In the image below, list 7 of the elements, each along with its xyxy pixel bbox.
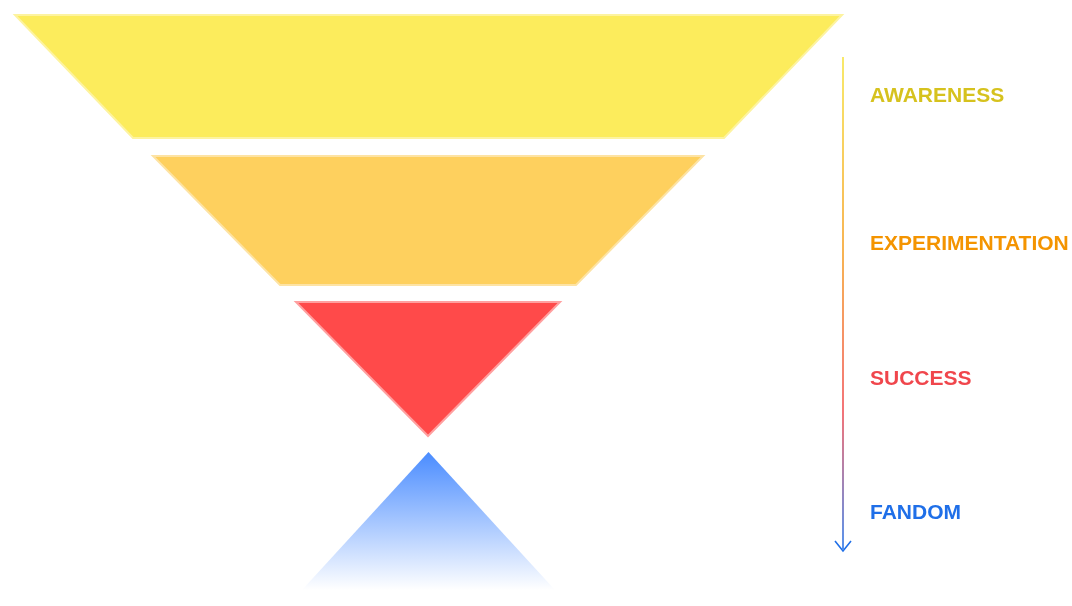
stage-label: FANDOM xyxy=(870,501,961,522)
stage-label: SUCCESS xyxy=(870,367,972,388)
funnel-triangle xyxy=(296,302,560,436)
funnel-band xyxy=(153,156,703,285)
stage-label: EXPERIMENTATION xyxy=(870,232,1069,253)
stage-label: AWARENESS xyxy=(870,84,1005,105)
funnel-band xyxy=(15,15,842,138)
